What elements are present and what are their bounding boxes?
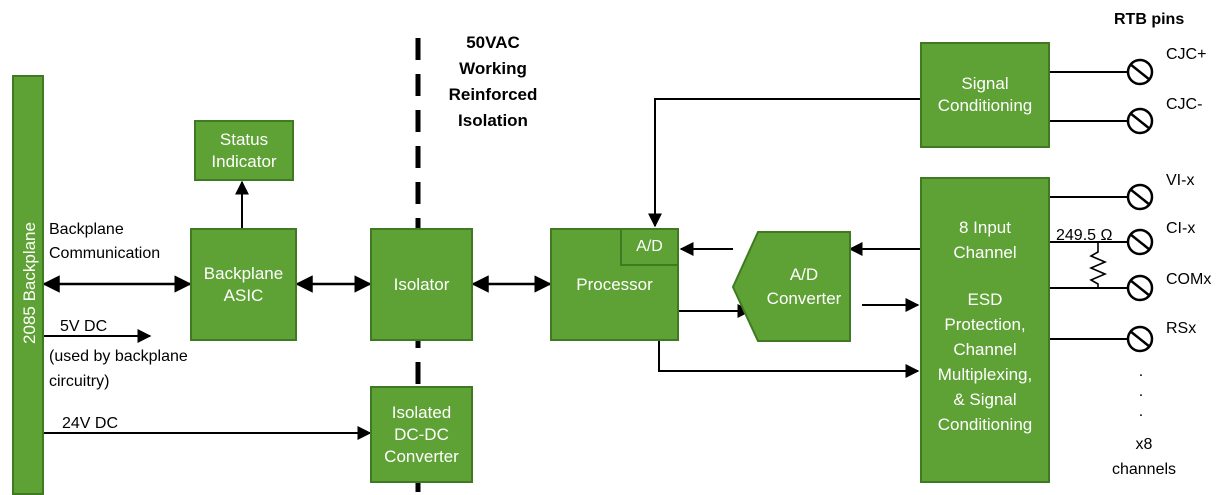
backplane-asic-block: Backplane ASIC (190, 228, 297, 341)
terminal-cjc-minus-icon (1126, 107, 1154, 135)
backplane-bar-label: 2085 Backplane (20, 221, 39, 344)
pin-label-vi: VI-x (1166, 172, 1195, 189)
backplane-comm-label: Backplane Communication (49, 221, 161, 262)
processor-label: Processor (576, 274, 653, 294)
terminal-com-icon (1126, 274, 1154, 302)
backplane-bar (12, 75, 44, 495)
isolation-label: 50VAC Working Reinforced Isolation (448, 33, 538, 130)
input-channel-block: 8 Input Channel ESD Protection, Channel … (920, 177, 1050, 483)
backplane-bar-label-wrap: 2085 Backplane (18, 75, 42, 490)
isolated-dcdc-block: Isolated DC-DC Converter (370, 386, 473, 483)
processor-to-channel-arrow (658, 341, 920, 378)
pin-label-cjc-minus: CJC- (1166, 96, 1203, 113)
input-channel-title: 8 Input Channel (953, 218, 1017, 262)
terminal-rs-icon (1126, 325, 1154, 353)
terminal-ci-icon (1126, 228, 1154, 256)
processor-ad-block: A/D (620, 228, 679, 266)
pin-label-ci: CI-x (1166, 220, 1196, 237)
pin-label-rs: RSx (1166, 320, 1197, 337)
isolator-block: Isolator (370, 228, 473, 341)
signal-conditioning-block: Signal Conditioning (920, 42, 1050, 148)
input-channel-body: ESD Protection, Channel Multiplexing, & … (937, 290, 1033, 434)
signal-to-processor-ad-arrow (648, 98, 920, 228)
channels-note: x8 channels (1111, 436, 1177, 478)
pin-label-com: COMx (1166, 271, 1212, 288)
twentyfour-v-label: 24V DC (62, 415, 119, 432)
five-v-label: 5V DC (60, 318, 108, 335)
terminal-cjc-plus-icon (1126, 58, 1154, 86)
terminal-vi-icon (1126, 183, 1154, 211)
resistor-symbol (1088, 242, 1108, 288)
adc-block-label: A/D Converter (766, 265, 842, 308)
adc-block-shape (731, 231, 851, 342)
rtb-header: RTB pins (1114, 11, 1185, 28)
pin-label-cjc-plus: CJC+ (1166, 46, 1207, 63)
resistor-label: 249.5 Ω (1056, 227, 1113, 244)
processor-block: Processor (550, 228, 679, 341)
status-indicator-block: Status Indicator (194, 120, 294, 181)
channel-ellipsis: . . . (1138, 363, 1144, 420)
five-v-note: (used by backplane circuitry) (49, 348, 188, 390)
